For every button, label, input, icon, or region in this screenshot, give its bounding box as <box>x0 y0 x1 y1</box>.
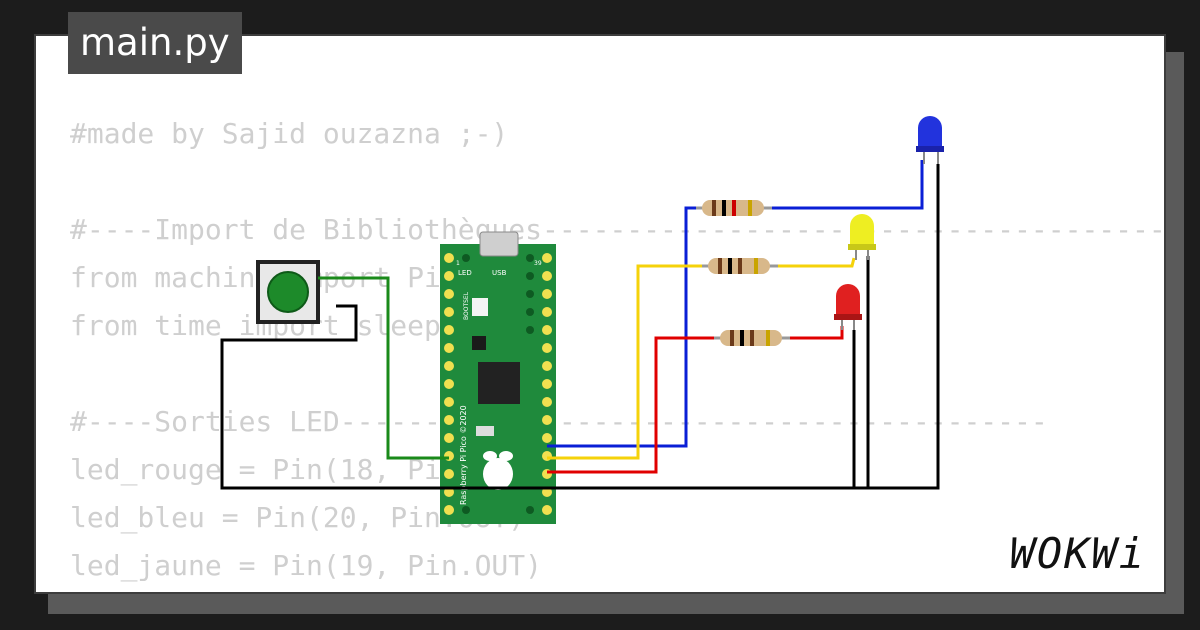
pico-pin-39-label: 39 <box>534 260 542 267</box>
chip-icon <box>472 336 486 350</box>
pico-bootsel-label: BOOTSEL <box>463 291 470 320</box>
code-line: led_jaune = Pin(19, Pin.OUT) <box>70 549 543 582</box>
raspberry-logo-icon <box>483 451 513 490</box>
wire-button-green <box>318 276 449 460</box>
wire-blue-to-resistor <box>547 206 700 448</box>
wire-red-to-resistor <box>547 336 718 474</box>
resistor-red[interactable] <box>714 330 790 346</box>
code-line: #----Sorties LED------------------------… <box>70 405 1048 438</box>
led-blue-icon <box>918 116 942 148</box>
pico-right-pins <box>542 253 552 515</box>
pico-led-label: LED <box>458 269 472 277</box>
led-blue[interactable] <box>916 116 944 164</box>
wire-blue-to-led <box>768 160 924 210</box>
wire-ground-blue-led <box>547 164 940 490</box>
project-preview-card: #made by Sajid ouzazna ;-) #----Import de… <box>34 34 1166 594</box>
led-yellow[interactable] <box>848 214 876 260</box>
pico-board-label: Raspberry Pi Pico ©2020 <box>459 405 468 505</box>
rp2040-chip-icon <box>478 362 520 404</box>
wire-red-to-led <box>786 326 844 340</box>
pico-pin-1-label: 1 <box>456 260 460 267</box>
resistor-yellow[interactable] <box>702 258 778 274</box>
resistor-blue[interactable] <box>696 200 772 216</box>
pico-header-pins <box>462 254 534 514</box>
wire-ground-black <box>220 304 854 490</box>
wires <box>220 160 940 490</box>
pico-left-pins <box>444 253 454 515</box>
raspberry-pi-pico[interactable]: Raspberry Pi Pico ©2020 LED USB BOOTSEL … <box>440 231 556 524</box>
led-yellow-icon <box>850 214 874 246</box>
led-red-icon <box>836 284 860 316</box>
wokwi-logo: WOKWi <box>1009 529 1146 578</box>
wire-yellow-to-led <box>774 257 856 268</box>
flash-chip-icon <box>476 426 494 436</box>
push-button[interactable] <box>256 260 320 324</box>
bootsel-button-icon <box>472 298 488 316</box>
usb-connector-icon <box>479 231 519 257</box>
led-red[interactable] <box>834 284 862 330</box>
code-line: #made by Sajid ouzazna ;-) <box>70 117 509 150</box>
file-tab-main-py[interactable]: main.py <box>68 12 242 74</box>
wire-yellow-to-resistor <box>547 264 706 460</box>
pico-usb-label: USB <box>492 269 507 277</box>
push-button-cap-icon <box>267 271 309 313</box>
code-line: #----Import de Bibliothèques------------… <box>70 213 1166 246</box>
